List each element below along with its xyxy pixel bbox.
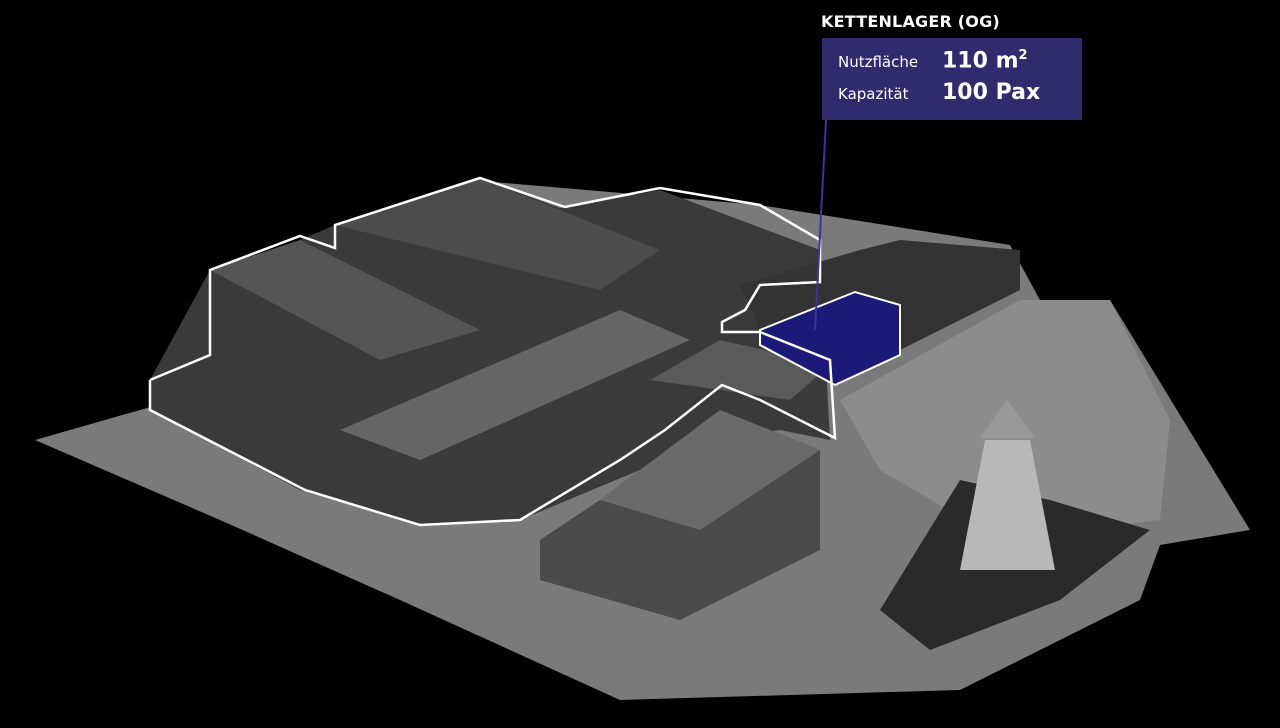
roof-admin [600, 410, 820, 530]
room-info-panel: Nutzfläche 110 m2 Kapazität 100 Pax [822, 38, 1082, 120]
stat-value: 100 Pax [942, 80, 1041, 105]
tower-body [960, 440, 1055, 570]
stat-unit-sup: 2 [1018, 48, 1028, 63]
roof-south [340, 310, 690, 460]
label-leader-line [814, 119, 827, 331]
stat-label: Kapazität [838, 85, 909, 103]
stat-label: Nutzfläche [838, 53, 919, 72]
stat-value-text: 110 m [942, 48, 1019, 74]
stat-row-area: Nutzfläche 110 m2 [838, 48, 1082, 80]
roof-main [210, 240, 480, 360]
stat-row-capacity: Kapazität 100 Pax [838, 80, 1082, 112]
roof-central [335, 178, 660, 290]
stat-value: 110 m2 [942, 48, 1028, 73]
room-title: KETTENLAGER (OG) [821, 12, 1000, 31]
venue-outline [148, 176, 837, 527]
tower-roof [980, 400, 1035, 438]
highlight-kettenlager-og [759, 290, 901, 387]
